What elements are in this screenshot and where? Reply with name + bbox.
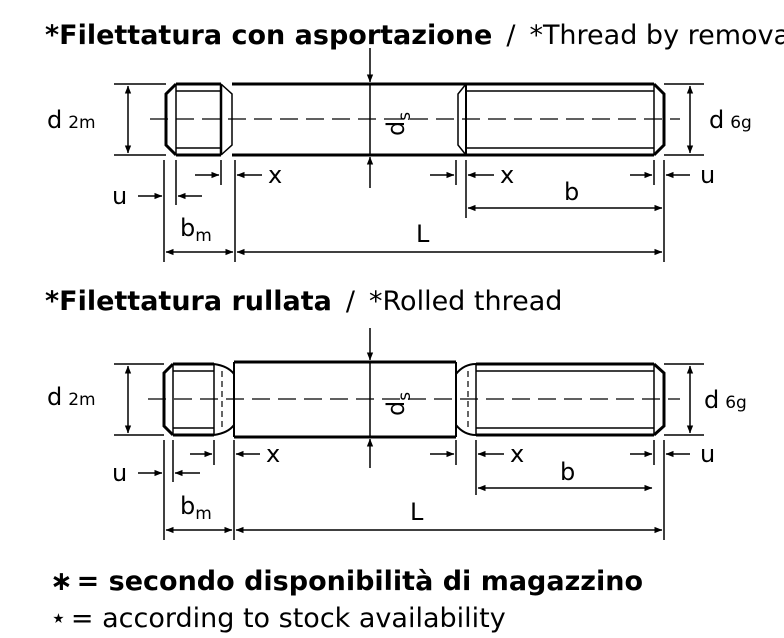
- top-title: *Filettatura con asportazione/*Thread by…: [45, 20, 784, 51]
- top-x-right-label: x: [500, 161, 514, 189]
- top-b-label: b: [564, 178, 579, 206]
- top-dimension-lines: [114, 48, 704, 262]
- top-u-left-label: u: [112, 182, 127, 210]
- bottom-x-left-label: x: [266, 440, 280, 468]
- bottom-b-label: b: [560, 458, 575, 486]
- top-bolt-drawing: [150, 82, 680, 157]
- bottom-dimension-lines: [114, 328, 704, 540]
- bottom-L-label: L: [410, 498, 424, 526]
- top-bm-label: bm: [180, 214, 212, 246]
- legend-line-it: ∗= secondo disponibilità di magazzino: [50, 566, 643, 597]
- legend-line-en: ⋆= according to stock availability: [50, 603, 506, 634]
- bottom-u-left-label: u: [112, 459, 127, 487]
- bottom-bm-label: bm: [180, 492, 212, 524]
- top-L-label: L: [416, 220, 430, 248]
- bottom-bolt-drawing: [148, 360, 680, 439]
- bottom-ds-label: ds: [382, 392, 415, 416]
- top-x-left-label: x: [268, 161, 282, 189]
- top-u-right-label: u: [700, 161, 715, 189]
- bottom-x-right-label: x: [510, 440, 524, 468]
- bottom-title: *Filettatura rullata/*Rolled thread: [45, 286, 562, 317]
- bottom-u-right-label: u: [700, 440, 715, 468]
- top-ds-label: ds: [382, 112, 415, 136]
